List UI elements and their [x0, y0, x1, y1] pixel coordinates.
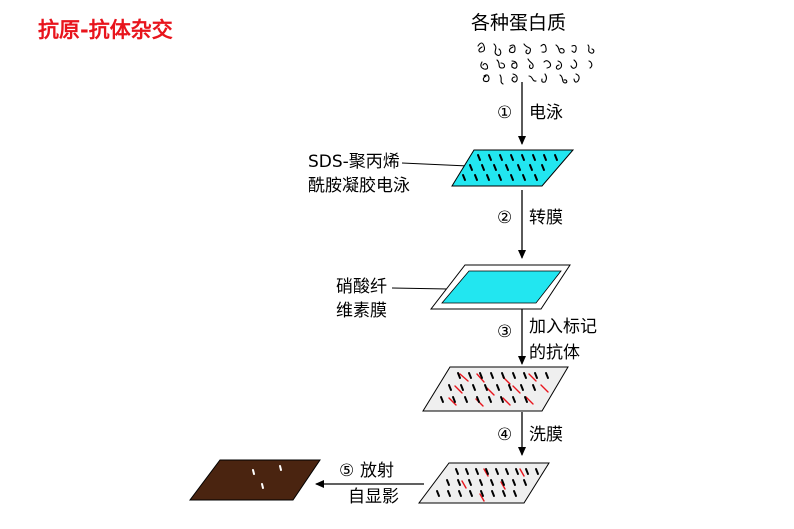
step-5-label-line1: 放射: [360, 461, 394, 481]
membrane-pointer: [391, 287, 449, 290]
gel-label-line1: SDS-聚丙烯: [308, 152, 400, 172]
page-title: 抗原-抗体杂交: [38, 18, 173, 42]
sds-gel: [451, 149, 575, 187]
x-ray-film: [189, 459, 321, 501]
step-3-label-line2: 的抗体: [529, 343, 580, 363]
step-4-label: 洗膜: [529, 425, 563, 445]
gel-label-line2: 酰胺凝胶电泳: [308, 176, 410, 196]
proteins-label: 各种蛋白质: [471, 12, 567, 34]
antibody-sheet: [422, 366, 569, 412]
protein-squiggles: [477, 42, 595, 85]
step-2-number: ②: [497, 208, 513, 228]
nitrocellulose-membrane: [429, 264, 571, 310]
step-3-label-line1: 加入标记: [529, 317, 597, 337]
step-5-number: ⑤: [339, 461, 355, 481]
step-4-number: ④: [497, 425, 513, 445]
gel-pointer: [401, 162, 469, 167]
membrane-label-line2: 维素膜: [336, 301, 387, 321]
step-1-number: ①: [497, 103, 513, 123]
washed-sheet: [418, 462, 550, 504]
step-1-label: 电泳: [529, 103, 563, 123]
step-2-label: 转膜: [529, 208, 563, 228]
membrane-label-line1: 硝酸纤: [336, 277, 387, 297]
step-3-number: ③: [497, 322, 513, 342]
step-5-label-line2: 自显影: [348, 487, 399, 507]
